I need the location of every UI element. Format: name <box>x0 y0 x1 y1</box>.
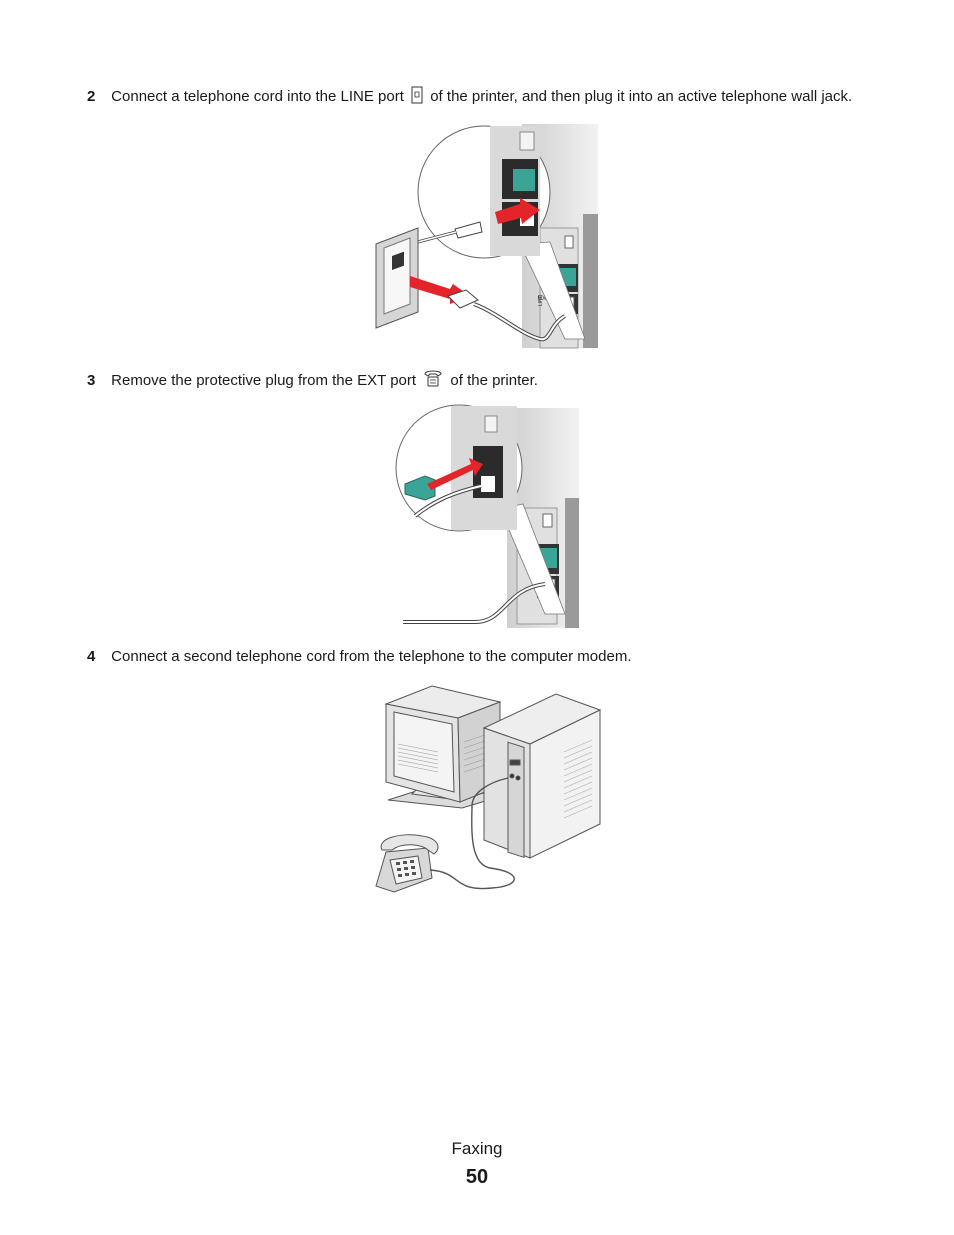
line-label: LINE <box>538 294 544 306</box>
red-arrow-icon <box>495 198 540 224</box>
figure-remove-ext-plug <box>395 404 585 637</box>
step-number: 2 <box>87 88 96 105</box>
figure-line-port-connection: EXT LINE <box>370 124 600 354</box>
zoom-callout <box>395 404 566 615</box>
step-text: Connect a second telephone cord from the… <box>111 648 632 665</box>
step-3: 3 Remove the protective plug from the EX… <box>87 368 538 394</box>
wall-jack <box>375 227 470 329</box>
step-number: 4 <box>87 648 96 665</box>
zoom-callout <box>409 125 586 340</box>
footer-section-title: Faxing <box>451 1139 503 1158</box>
step-text: Connect a telephone cord into the LINE p… <box>111 88 404 105</box>
figure-computer-telephone <box>372 682 604 899</box>
step-text: Remove the protective plug from the EXT … <box>111 372 417 389</box>
step-text-cont: of the printer. <box>450 372 538 389</box>
red-arrow-icon <box>427 458 483 490</box>
telephone-cord <box>447 289 567 342</box>
telephone <box>375 834 439 893</box>
computer-tower <box>482 693 602 859</box>
telephone-cord <box>429 777 515 890</box>
line-port-icon <box>411 86 423 110</box>
telephone-cord <box>403 582 546 624</box>
step-number: 3 <box>87 372 96 389</box>
page-number: 50 <box>465 1166 489 1188</box>
step-text-cont: of the printer, and then plug it into an… <box>430 88 853 105</box>
step-4: 4 Connect a second telephone cord from t… <box>87 647 632 667</box>
ext-label: EXT <box>538 296 550 302</box>
step-2: 2 Connect a telephone cord into the LINE… <box>87 86 852 110</box>
ext-port-phone-icon <box>423 368 443 394</box>
